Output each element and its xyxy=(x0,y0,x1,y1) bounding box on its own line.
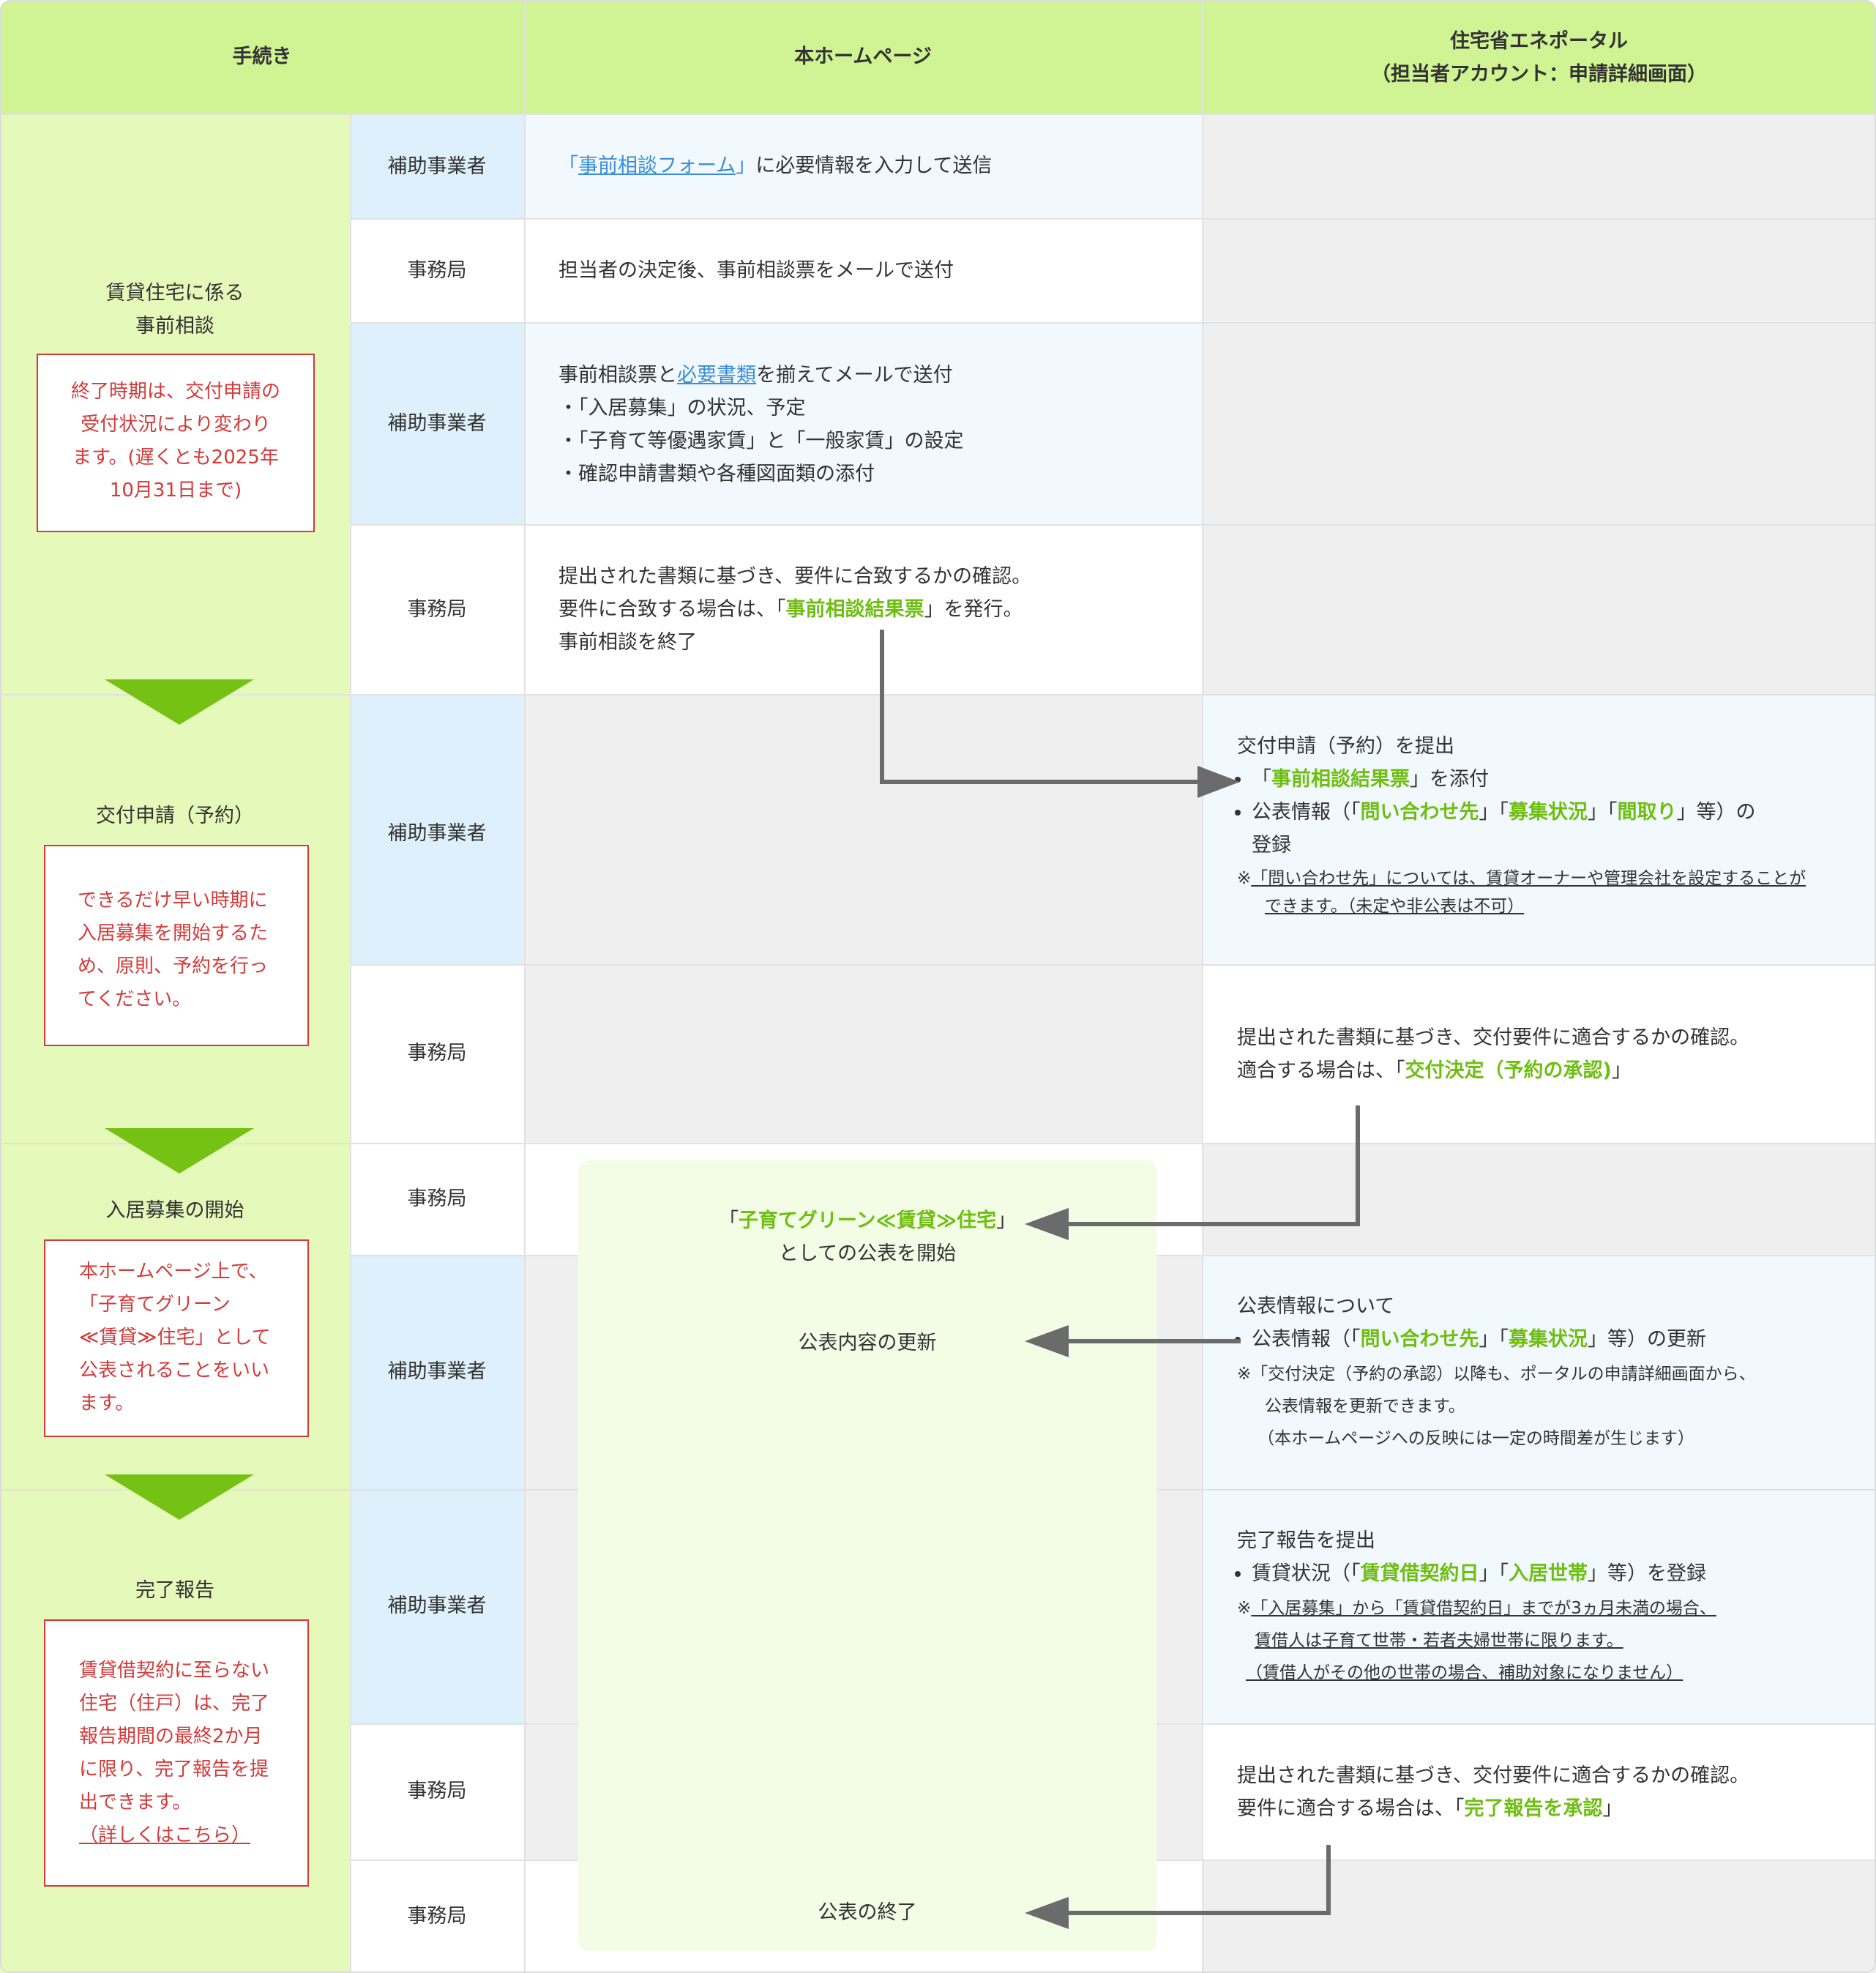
portal-cell-recruit-sub xyxy=(1202,1255,1876,1489)
portal-cell-grey-2 xyxy=(1202,1143,1876,1255)
actor-cell-8 xyxy=(350,1255,524,1489)
consult-form-link[interactable]: 事前相談フォーム xyxy=(578,154,736,177)
actor-label-office: 事務局 xyxy=(407,1905,467,1928)
portal-cell-apply-sub xyxy=(1202,694,1876,964)
portal-complete-review: 提出された書類に基づき、交付要件に適合するかの確認。 要件に適合する場合は、「完… xyxy=(1237,1764,1750,1820)
stage-title-consult: 賃貸住宅に係る 事前相談 xyxy=(105,282,244,337)
homepage-cell-grey-apply xyxy=(524,694,1202,1143)
stage-title-recruit: 入居募集の開始 xyxy=(105,1199,244,1222)
homepage-cell-4 xyxy=(524,524,1202,694)
arrow-decision-to-publish-icon xyxy=(1025,1105,1360,1240)
actor-cell-10 xyxy=(350,1723,524,1860)
actor-label-office: 事務局 xyxy=(407,1042,467,1064)
homepage-consult-form-text: 「事前相談フォーム」に必要情報を入力して送信 xyxy=(558,154,993,177)
portal-cell-apply-office xyxy=(1202,964,1876,1143)
homepage-cell-1 xyxy=(524,113,1202,218)
actor-label-subsidy: 補助事業者 xyxy=(387,412,487,435)
arrow-approval-to-end-icon xyxy=(1025,1845,1331,1929)
stage-title-complete: 完了報告 xyxy=(135,1579,214,1602)
portal-complete-note: ※「入居募集」から「賃貸借契約日」までが3ヵ月未満の場合、 賃借人は子育て世帯・… xyxy=(1237,1599,1716,1682)
stage-arrow-down-icon xyxy=(105,1474,254,1520)
required-docs-link[interactable]: 必要書類 xyxy=(677,364,756,387)
header-portal-line1: 住宅省エネポータル xyxy=(1450,30,1628,53)
portal-recruit-note: ※「交付決定（予約の承認）以降も、ポータルの申請詳細画面から、 公表情報を更新で… xyxy=(1237,1365,1756,1448)
actor-label-office: 事務局 xyxy=(407,598,467,621)
actor-label-subsidy: 補助事業者 xyxy=(387,1595,487,1617)
stage-note-apply: できるだけ早い時期に 入居募集を開始するた め、原則、予約を行っ てください。 xyxy=(44,845,309,1046)
actor-label-office: 事務局 xyxy=(407,1187,467,1210)
portal-apply-submit: 交付申請（予約）を提出 「事前相談結果票」を添付 公表情報（「問い合わせ先」「募… xyxy=(1237,730,1852,862)
actor-cell-2 xyxy=(350,218,524,322)
publish-end-text: 公表の終了 xyxy=(818,1901,917,1924)
header-homepage: 本ホームページ xyxy=(794,45,932,68)
portal-cell-grey-3 xyxy=(1202,1860,1876,1973)
actor-cell-3 xyxy=(350,322,524,524)
publish-update-text: 公表内容の更新 xyxy=(798,1332,937,1354)
actor-label-office: 事務局 xyxy=(407,259,467,282)
portal-complete-submit: 完了報告を提出 賃貸状況（「賃貸借契約日」「入居世帯」等）を登録 xyxy=(1237,1524,1859,1590)
stage-note-recruit: 本ホームページ上で、 「子育てグリーン ≪賃貸≫住宅」として 公表されることをい… xyxy=(44,1239,309,1437)
homepage-submit-docs-text: 事前相談票と必要書類を揃えてメールで送付 ・「入居募集」の状況、予定 ・「子育て… xyxy=(558,364,964,485)
details-link[interactable]: （詳しくはこちら） xyxy=(79,1824,251,1846)
actor-cell-1 xyxy=(350,113,524,218)
portal-cell-complete-sub xyxy=(1202,1489,1876,1723)
actor-cell-5 xyxy=(350,694,524,964)
actor-cell-11 xyxy=(350,1860,524,1973)
publish-panel xyxy=(578,1160,1156,1951)
arrow-result-to-apply-icon xyxy=(880,630,1240,798)
stage-note-consult: 終了時期は、交付申請の 受付状況により変わり ます。(遅くとも2025年 10月… xyxy=(37,354,315,532)
homepage-cell-2 xyxy=(524,218,1202,322)
homepage-send-sheet-text: 担当者の決定後、事前相談票をメールで送付 xyxy=(558,259,954,282)
header-row xyxy=(0,0,1876,113)
actor-label-subsidy: 補助事業者 xyxy=(387,822,487,845)
portal-apply-note: ※「問い合わせ先」については、賃貸オーナーや管理会社を設定することが できます。… xyxy=(1237,869,1806,916)
actor-cell-9 xyxy=(350,1489,524,1723)
actor-label-subsidy: 補助事業者 xyxy=(387,155,487,178)
stage-note-complete: 賃貸借契約に至らない 住宅（住戸）は、完了 報告期間の最終2か月 に限り、完了報… xyxy=(44,1619,309,1887)
arrow-update-to-publish-icon xyxy=(1025,1325,1241,1357)
header-portal-line2: （担当者アカウント：申請詳細画面） xyxy=(1371,63,1707,86)
publish-start-text: 「子育てグリーン≪賃貸≫住宅」 としての公表を開始 xyxy=(718,1209,1017,1265)
actor-label-office: 事務局 xyxy=(407,1780,467,1802)
actor-cell-7 xyxy=(350,1143,524,1255)
actor-cell-4 xyxy=(350,524,524,694)
header-procedure: 手続き xyxy=(232,45,292,68)
stage-arrow-down-icon xyxy=(105,679,254,725)
homepage-cell-3 xyxy=(524,322,1202,524)
portal-recruit-info: 公表情報について 公表情報（「問い合わせ先」「募集状況」等）の更新 xyxy=(1237,1290,1859,1356)
stage-arrow-down-icon xyxy=(105,1128,254,1174)
portal-cell-complete-office xyxy=(1202,1723,1876,1860)
actor-cell-6 xyxy=(350,964,524,1143)
actor-label-subsidy: 補助事業者 xyxy=(387,1360,487,1383)
portal-cell-grey-1 xyxy=(1202,113,1876,694)
homepage-review-text: 提出された書類に基づき、要件に合致するかの確認。 要件に合致する場合は、「事前相… xyxy=(558,565,1032,654)
stage-title-apply: 交付申請（予約） xyxy=(96,805,254,827)
portal-apply-review: 提出された書類に基づき、交付要件に適合するかの確認。 適合する場合は、「交付決定… xyxy=(1237,1026,1750,1082)
